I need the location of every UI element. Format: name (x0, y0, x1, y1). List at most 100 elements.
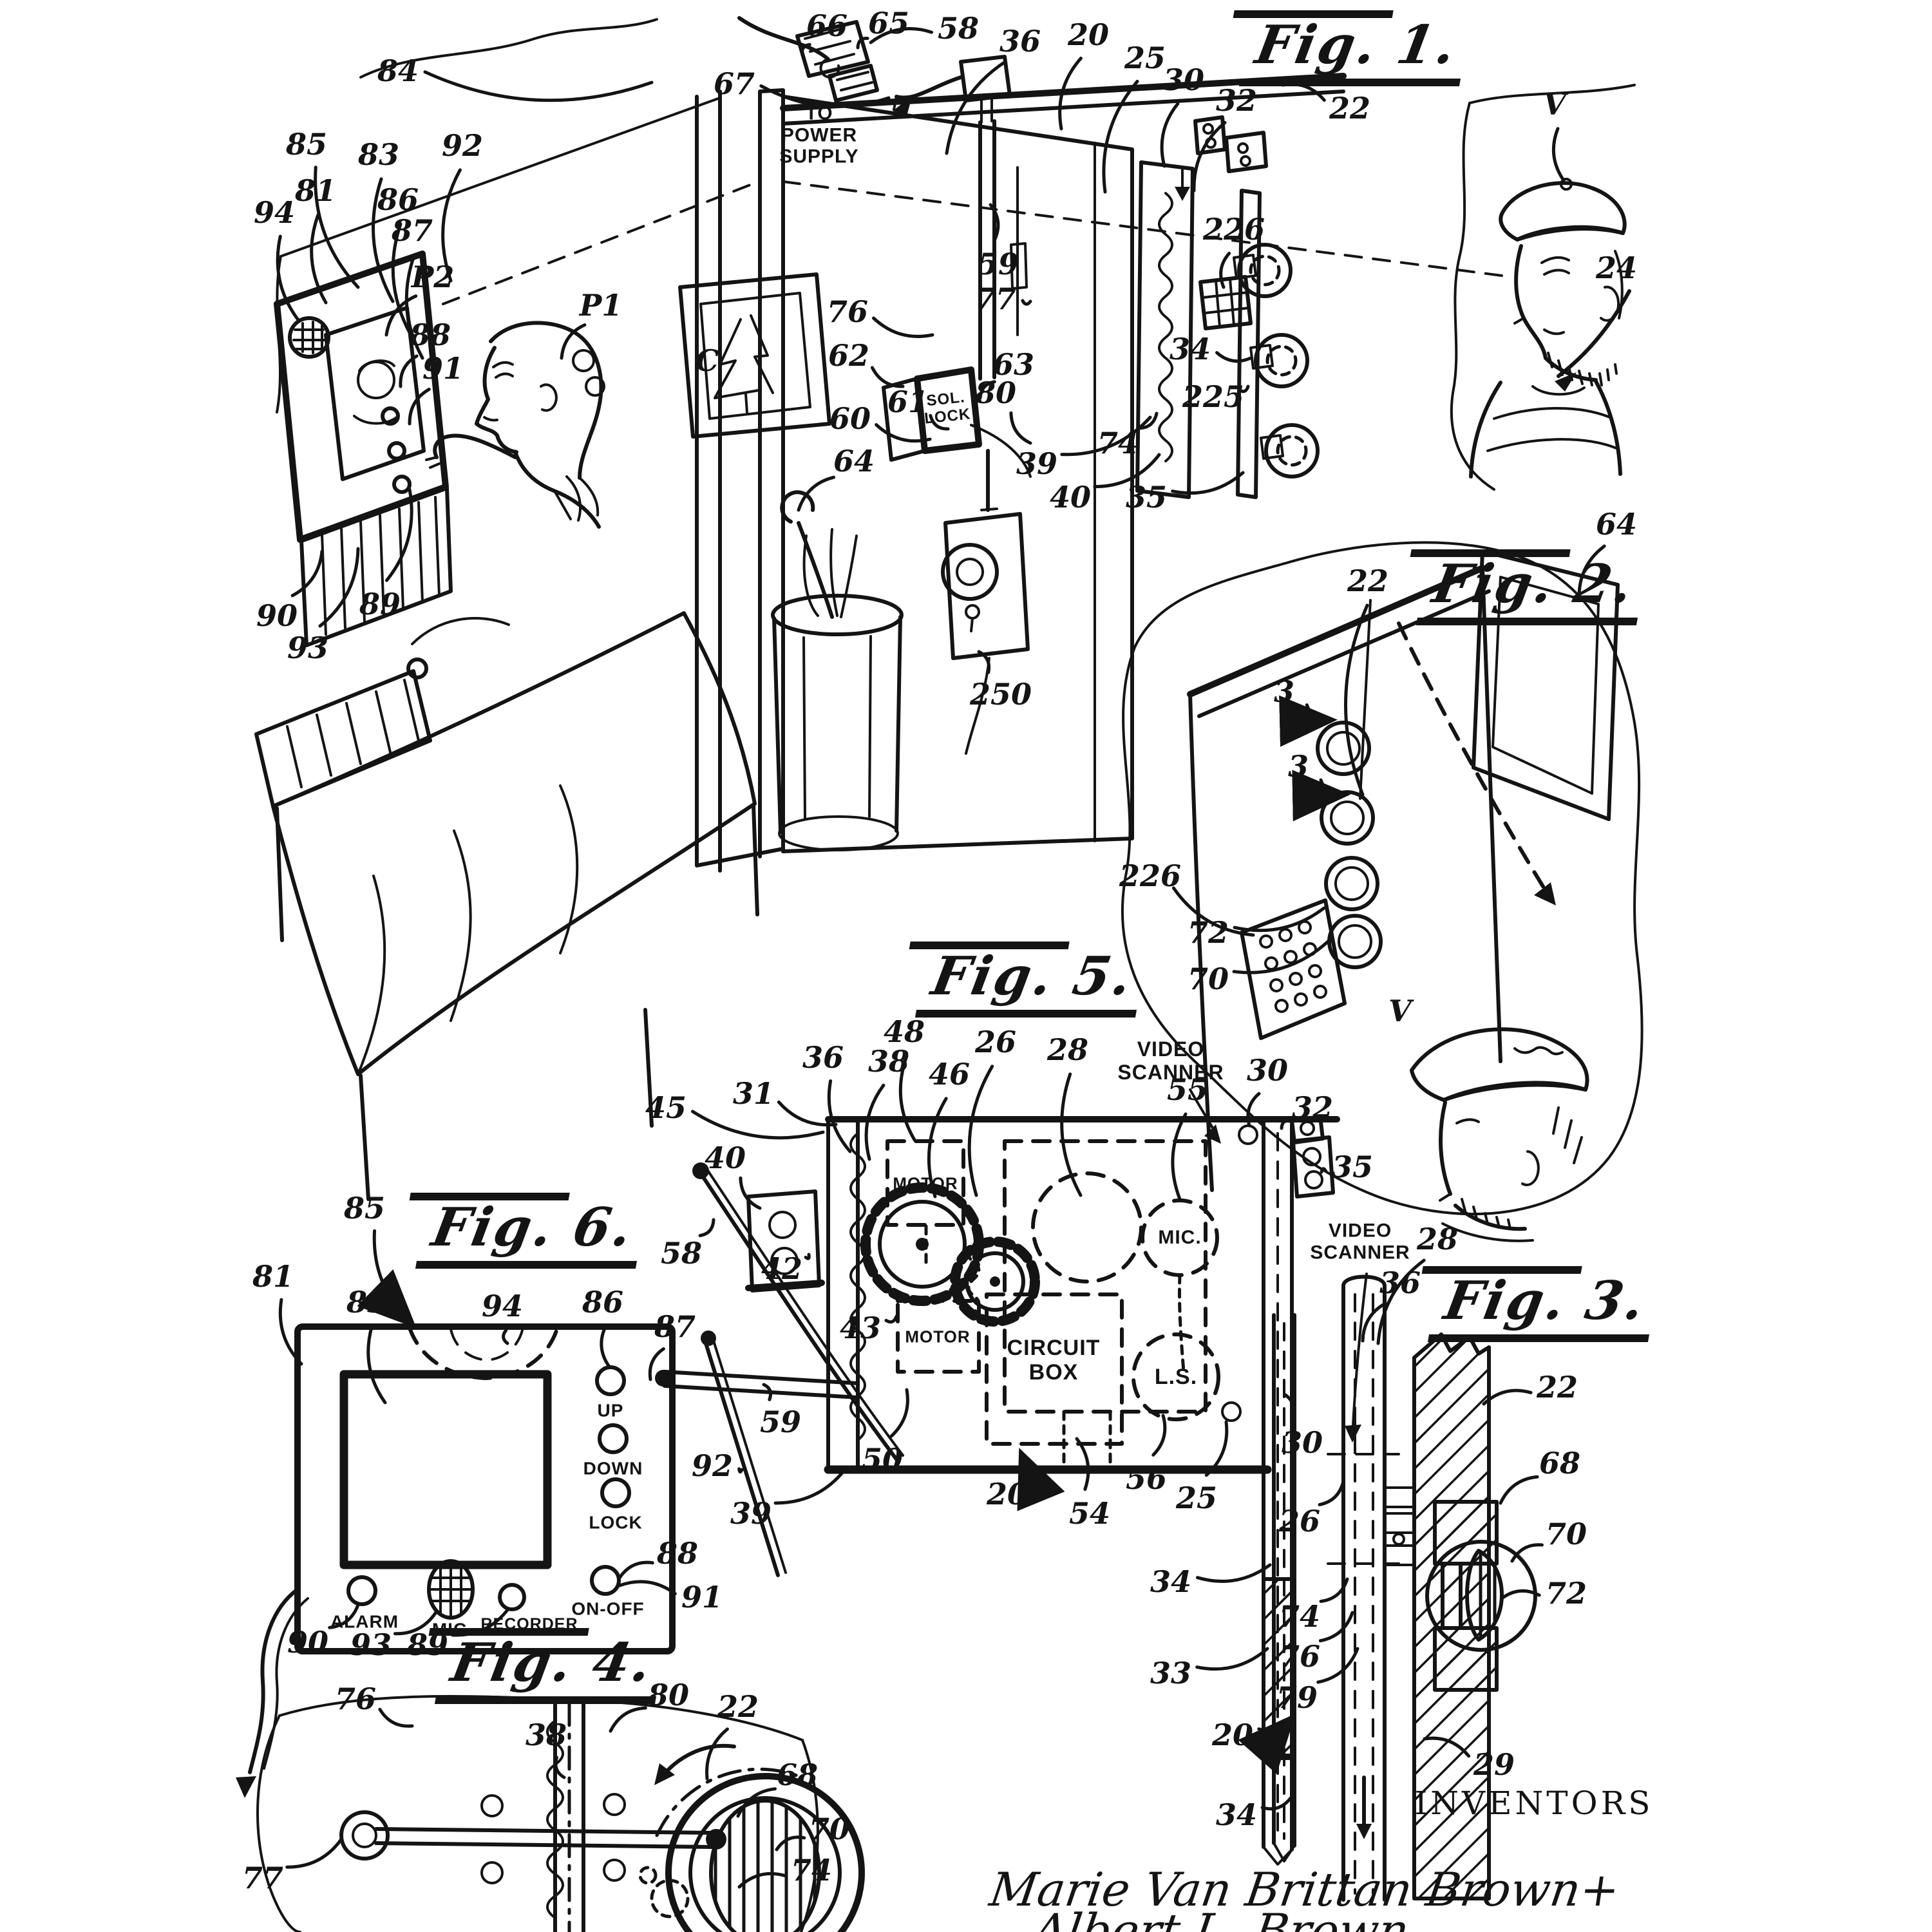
ref-label: 56 (1125, 1461, 1168, 1496)
leader-line (989, 203, 1000, 242)
ref-label: 22 (1329, 91, 1371, 126)
ref-label: 24 (1595, 251, 1638, 285)
leader-line (773, 1468, 847, 1505)
annotation-text: MOTOR (905, 1327, 971, 1347)
leader-line (1215, 351, 1253, 363)
leader-line (1195, 1647, 1269, 1671)
leader-line (870, 366, 905, 388)
leader-line (314, 166, 360, 289)
ref-label: 76 (1278, 1639, 1321, 1674)
leader-line (977, 650, 991, 674)
ref-label: 30 (1281, 1425, 1323, 1460)
leader-line (554, 1756, 566, 1779)
ref-label: 74 (1097, 426, 1139, 460)
ref-label: 72 (1545, 1576, 1587, 1611)
leader-line (408, 388, 431, 426)
ref-label: 250 (969, 677, 1032, 712)
ref-label: 36 (999, 24, 1041, 59)
ref-label: 76 (826, 294, 869, 329)
leader-line (762, 1383, 773, 1401)
ref-label: 76 (334, 1681, 377, 1716)
ref-label: 85 (343, 1191, 386, 1226)
ref-label: 94 (481, 1289, 524, 1323)
ref-label: 74 (790, 1853, 833, 1888)
leader-line (1192, 120, 1227, 193)
ref-label: 31 (732, 1076, 775, 1111)
ref-label: 83 (346, 1285, 388, 1320)
leader-line (384, 294, 418, 337)
leader-line (1204, 1420, 1229, 1477)
ref-label: 46 (928, 1057, 971, 1092)
ref-label: 38 (867, 1044, 910, 1079)
leader-line (1058, 57, 1083, 131)
speaker-grille (1240, 898, 1347, 1040)
leader-line (310, 213, 328, 305)
annotation-text: SOL. LOCK (923, 388, 972, 428)
figure-title: Fig. 6. (415, 1197, 649, 1269)
visitor-man-upper (1450, 84, 1636, 491)
annotation-text: MIC. (1158, 1227, 1202, 1249)
ref-label: 35 (1125, 480, 1168, 515)
leader-line (560, 323, 587, 360)
ref-label: 87 (654, 1309, 696, 1344)
leader-line (1021, 299, 1032, 306)
ref-label: 65 (867, 6, 910, 41)
leader-line (1510, 1543, 1544, 1563)
ref-label: 34 (1215, 1797, 1258, 1832)
leader-line (1283, 1393, 1296, 1421)
ref-label: 32 (1291, 1090, 1334, 1125)
leader-line (1171, 1112, 1188, 1201)
ref-label: 58 (660, 1236, 703, 1271)
leader-line (1551, 127, 1566, 182)
ref-label: 59 (759, 1405, 802, 1439)
ref-label: 80 (974, 375, 1017, 410)
ref-label: 67 (713, 66, 755, 101)
leader-line (1482, 1388, 1533, 1406)
ref-label: 26 (974, 1025, 1017, 1059)
figure-title: Fig. 4. (434, 1632, 668, 1704)
leader-line (739, 1176, 762, 1210)
fig1-scene-drawing (254, 16, 1636, 1201)
leader-line (1316, 1647, 1359, 1684)
leader-line (609, 1706, 647, 1733)
ref-label: 32 (1215, 83, 1258, 118)
leader-line (1195, 1563, 1272, 1583)
leader-line (502, 1329, 509, 1345)
ref-label: 86 (377, 182, 419, 217)
leader-line (698, 1218, 715, 1238)
ref-label: 86 (582, 1285, 624, 1320)
annotation-text: DOWN (583, 1458, 643, 1479)
ref-label: 88 (409, 317, 451, 352)
ref-label: 26 (1278, 1504, 1321, 1539)
figure-title: Fig. 3. (1427, 1270, 1662, 1342)
annotation-text: VIDEO SCANNER (1310, 1220, 1410, 1263)
figure-title: Fig. 2. (1416, 553, 1650, 625)
leader-line (1102, 79, 1139, 194)
ref-label: 55 (1166, 1072, 1209, 1107)
annotation-text: ON-OFF (571, 1598, 645, 1619)
ref-label: 58 (937, 11, 980, 46)
leader-line (385, 488, 413, 582)
gear-drive (655, 1162, 1040, 1461)
leader-line (1361, 1302, 1387, 1343)
annotation-text: MIC (431, 1619, 468, 1640)
leader-line (927, 1097, 948, 1198)
leader-line (618, 1560, 654, 1580)
leader-line (1233, 906, 1326, 933)
leader-line (884, 1314, 898, 1324)
ref-label: 64 (1595, 507, 1638, 542)
ref-label: 42 (761, 1251, 803, 1286)
leader-line (404, 253, 424, 360)
leader-line (618, 1580, 677, 1596)
leader-line (1075, 1437, 1090, 1492)
ref-label: 94 (253, 195, 296, 230)
ref-label: 38 (525, 1718, 567, 1752)
ref-label: 74 (1278, 1599, 1321, 1634)
ref-label: 34 (1169, 332, 1211, 366)
leader-line (600, 1325, 611, 1368)
ref-label: 36 (1379, 1265, 1421, 1300)
ref-label: 87 (391, 213, 433, 248)
